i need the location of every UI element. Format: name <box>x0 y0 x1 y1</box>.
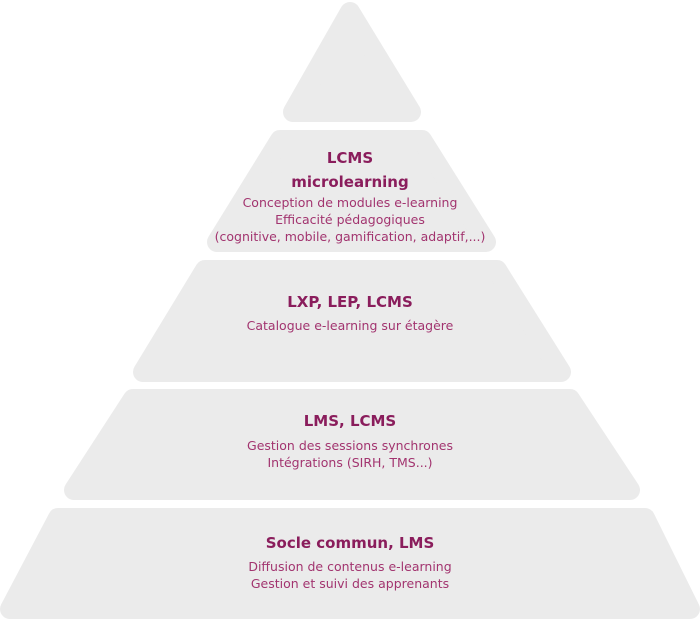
tier-4-shape <box>64 389 640 500</box>
tier-2-line: Conception de modules e-learning <box>242 195 458 210</box>
tier-2-label: LCMS microlearning Conception de modules… <box>0 146 700 245</box>
tier-2-line: (cognitive, mobile, gamification, adapti… <box>214 229 486 244</box>
tier-5-line: Gestion et suivi des apprenants <box>250 576 450 591</box>
tier-5-title: Socle commun, LMS <box>265 534 435 552</box>
tier-4-line: Intégrations (SIRH, TMS...) <box>267 455 433 470</box>
tier-5-line: Diffusion de contenus e-learning <box>248 559 452 574</box>
tier-3-shape <box>133 260 571 382</box>
tier-4-line: Gestion des sessions synchrones <box>247 438 453 453</box>
tier-5-label: Socle commun, LMS Diffusion de contenus … <box>0 531 700 592</box>
tier-2-line: Efficacité pédagogiques <box>275 212 425 227</box>
tier-3-label: LXP, LEP, LCMS Catalogue e-learning sur … <box>0 290 700 334</box>
tier-2-subtitle: microlearning <box>291 173 409 191</box>
tier-2-shape <box>207 130 496 252</box>
tier-2-title: LCMS <box>326 149 374 167</box>
tier-5-shape <box>0 508 700 619</box>
tier-3-line: Catalogue e-learning sur étagère <box>246 318 454 333</box>
tier-3-title: LXP, LEP, LCMS <box>287 293 413 311</box>
tier-4-title: LMS, LCMS <box>303 412 397 430</box>
tier-1-top <box>283 2 421 122</box>
tier-4-label: LMS, LCMS Gestion des sessions synchrone… <box>0 409 700 471</box>
